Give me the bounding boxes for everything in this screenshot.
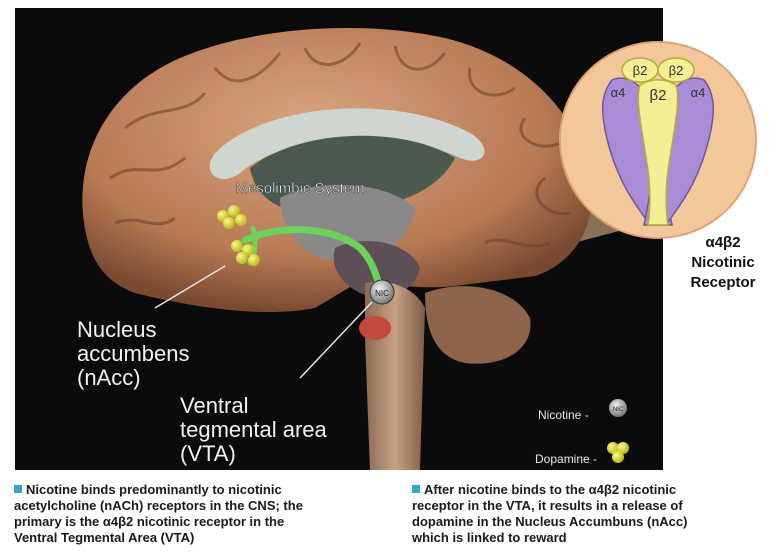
receptor-title-line-1: α4β2 <box>676 233 770 253</box>
bullet-note-1: Nicotine binds predominantly to nicotini… <box>14 482 384 546</box>
bullet-marker-icon <box>14 485 22 493</box>
bullet-marker-icon <box>412 485 420 493</box>
receptor-title-line-3: Receptor <box>676 273 770 293</box>
receptor-label-beta-center: β2 <box>650 87 667 104</box>
receptor-label-alpha-right: α4 <box>691 85 706 100</box>
bullet-note-2: After nicotine binds to the α4β2 nicotin… <box>412 482 764 546</box>
receptor-title: α4β2 Nicotinic Receptor <box>676 233 770 293</box>
bullet-2-line-2: receptor in the VTA, it results in a rel… <box>412 498 764 514</box>
bullet-2-line-1: After nicotine binds to the α4β2 nicotin… <box>424 482 676 497</box>
receptor-label-beta-top-left: β2 <box>633 63 648 78</box>
bullet-1-line-1: Nicotine binds predominantly to nicotini… <box>26 482 282 497</box>
receptor-label-beta-top-right: β2 <box>669 63 684 78</box>
bullet-1-line-2: acetylcholine (nACh) receptors in the CN… <box>14 498 384 514</box>
bullet-2-line-4: which is linked to reward <box>412 530 764 546</box>
bullet-1-line-3: primary is the α4β2 nicotinic receptor i… <box>14 514 384 530</box>
bullet-2-line-3: dopamine in the Nucleus Accumbuns (nAcc) <box>412 514 764 530</box>
receptor-label-alpha-left: α4 <box>611 85 626 100</box>
receptor-title-line-2: Nicotinic <box>676 253 770 273</box>
bullet-1-line-4: Ventral Tegmental Area (VTA) <box>14 530 384 546</box>
